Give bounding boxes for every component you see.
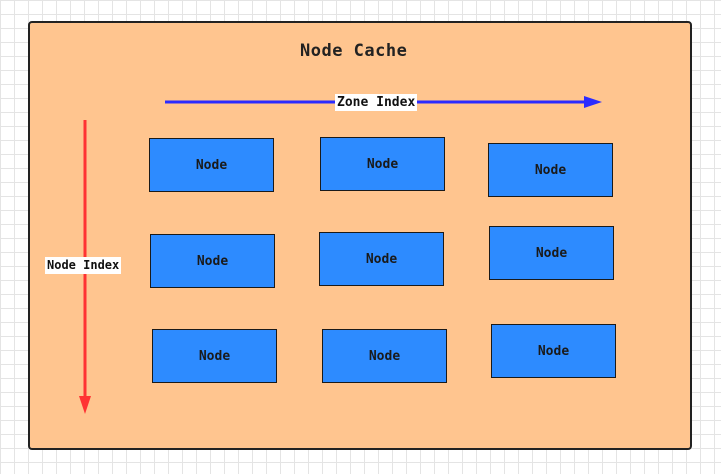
node-box-r2-c3[interactable]: Node xyxy=(489,226,614,280)
node-box-r1-c3[interactable]: Node xyxy=(488,143,613,197)
node-box-r3-c2[interactable]: Node xyxy=(322,329,447,383)
node-box-r2-c2[interactable]: Node xyxy=(319,232,444,286)
diagram-title: Node Cache xyxy=(300,41,408,61)
node-box-r1-c2[interactable]: Node xyxy=(320,137,445,191)
node-box-r3-c3[interactable]: Node xyxy=(491,324,616,378)
node-box-r2-c1[interactable]: Node xyxy=(150,234,275,288)
zone-index-arrowhead xyxy=(584,96,602,108)
node-index-arrowhead xyxy=(79,396,91,414)
node-index-label: Node Index xyxy=(45,257,122,274)
zone-index-label: Zone Index xyxy=(335,94,418,111)
node-box-r3-c1[interactable]: Node xyxy=(152,329,277,383)
node-box-r1-c1[interactable]: Node xyxy=(149,138,274,192)
